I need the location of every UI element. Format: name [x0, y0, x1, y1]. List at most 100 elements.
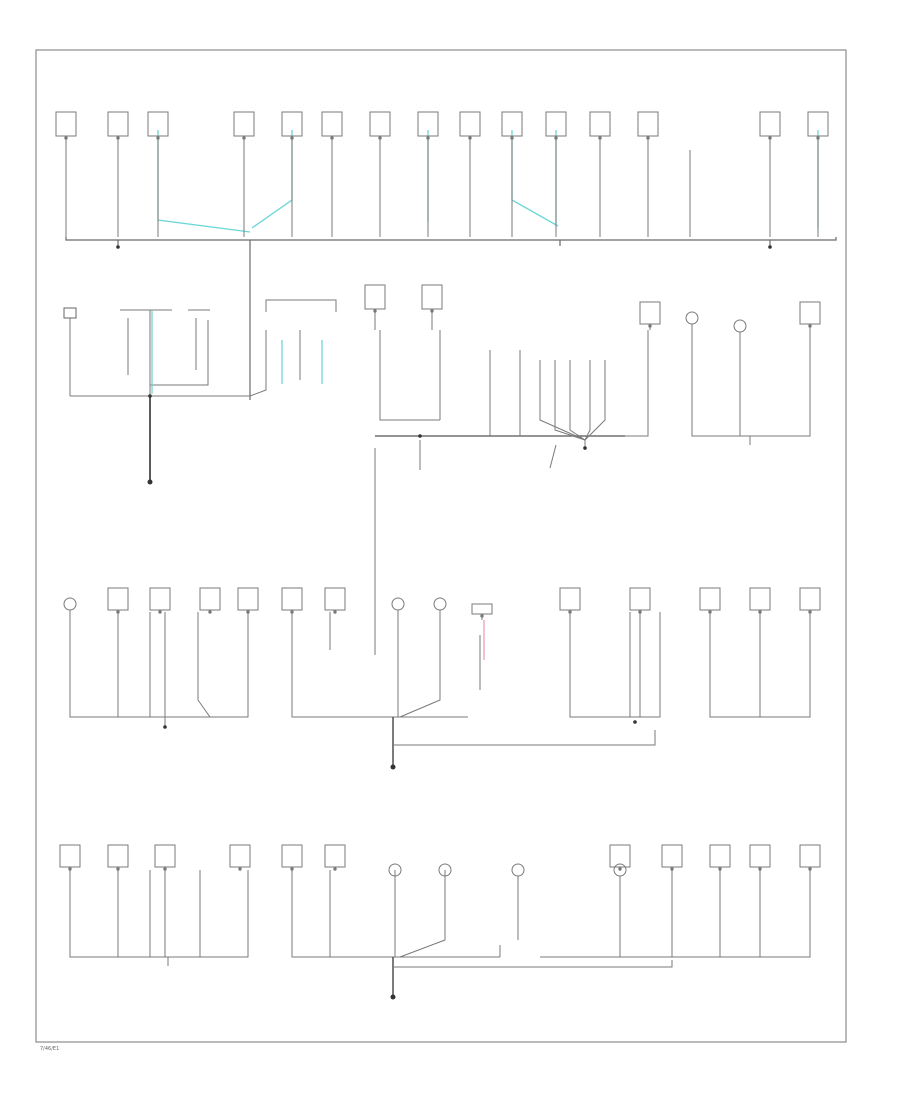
connector-box: [459, 111, 481, 137]
battery-ground-section: [63, 307, 250, 480]
lamp-bulb: [733, 319, 747, 333]
connector-box: [233, 111, 255, 137]
center-group-row3: [291, 612, 656, 765]
component-connectors-row3: [63, 587, 821, 620]
terminal-pin: [378, 136, 382, 140]
terminal-pin: [68, 867, 72, 871]
connector-box: [799, 844, 821, 868]
ground-point-g400: [390, 994, 396, 1000]
ground-point-g200: [147, 479, 153, 485]
terminal-pin: [468, 136, 472, 140]
connector-box: [369, 111, 391, 137]
figure-code: 7/46/E1: [40, 1046, 59, 1052]
connector-box: [55, 111, 77, 137]
terminal-pin: [638, 610, 642, 614]
connector-box: [471, 603, 493, 615]
terminal-pin: [618, 867, 622, 871]
terminal-pin: [64, 136, 68, 140]
terminal-pin: [242, 136, 246, 140]
connector-box: [107, 844, 129, 868]
shielded-wires-cluster: [151, 310, 323, 394]
splice-point: [633, 720, 637, 724]
connector-box: [639, 301, 661, 325]
connector-box: [629, 587, 651, 611]
terminal-pin: [758, 867, 762, 871]
connector-box: [321, 111, 343, 137]
center-module-section: [374, 330, 649, 655]
connector-box: [637, 111, 659, 137]
terminal-pin: [430, 309, 434, 313]
terminal-pin: [330, 136, 334, 140]
terminal-pin: [808, 867, 812, 871]
lamp-bulb: [685, 311, 699, 325]
terminal-pin: [598, 136, 602, 140]
terminal-pin: [808, 324, 812, 328]
terminal-pin: [156, 136, 160, 140]
terminal-pin: [116, 867, 120, 871]
connector-box: [799, 587, 821, 611]
connector-box: [107, 111, 129, 137]
terminal-pin: [648, 324, 652, 328]
right-group-row3: [569, 612, 811, 718]
terminal-pin: [290, 867, 294, 871]
lamp-bulb: [63, 597, 77, 611]
connector-box: [421, 284, 443, 310]
terminal-pin: [116, 136, 120, 140]
shielded-wires-top: [157, 130, 819, 233]
rear-lamps-section: [691, 330, 811, 445]
connector-box: [709, 844, 731, 868]
bottom-left-group: [69, 870, 249, 966]
terminal-pin: [510, 136, 514, 140]
terminal-pin: [426, 136, 430, 140]
connector-box: [324, 844, 346, 868]
terminal-pin: [290, 136, 294, 140]
component-connectors-row2: [364, 284, 821, 340]
terminal-pin: [554, 136, 558, 140]
connector-box: [799, 301, 821, 325]
splice-point: [418, 434, 422, 438]
connector-box: [589, 111, 611, 137]
connector-box: [324, 587, 346, 611]
splice-point: [163, 725, 167, 729]
connector-box: [229, 844, 251, 868]
terminal-pin: [290, 610, 294, 614]
terminal-pin: [568, 610, 572, 614]
component-connectors-top: [55, 111, 829, 237]
component-connectors-bottom: [59, 844, 821, 880]
bottom-right-group: [540, 870, 811, 958]
connector-box: [699, 587, 721, 611]
connector-box-mid: [249, 299, 337, 397]
connector-box: [559, 587, 581, 611]
splice-point: [768, 245, 772, 249]
terminal-pin: [246, 610, 250, 614]
ground-points: [116, 245, 772, 1000]
lamp-bulb: [433, 597, 447, 611]
connector-box: [661, 844, 683, 868]
terminal-pin: [208, 610, 212, 614]
bottom-center-group: [291, 870, 673, 995]
terminal-pin: [808, 610, 812, 614]
lamp-bulb: [391, 597, 405, 611]
connector-box: [364, 284, 386, 310]
connector-box: [154, 844, 176, 868]
terminal-pin: [758, 610, 762, 614]
terminal-pin: [333, 867, 337, 871]
connector-box: [281, 844, 303, 868]
splice-point: [148, 394, 152, 398]
splice-point: [116, 245, 120, 249]
connector-box: [199, 587, 221, 611]
left-group-row3: [69, 612, 249, 727]
connector-box: [107, 587, 129, 611]
terminal-pin: [163, 867, 167, 871]
terminal-pin: [708, 610, 712, 614]
terminal-pin: [670, 867, 674, 871]
lamp-bulb: [511, 863, 525, 877]
terminal-pin: [768, 136, 772, 140]
terminal-pin: [816, 136, 820, 140]
connector-box: [149, 587, 171, 611]
splice-point: [583, 446, 587, 450]
connector-box: [749, 587, 771, 611]
connector-box: [237, 587, 259, 611]
terminal-pin: [480, 614, 484, 618]
